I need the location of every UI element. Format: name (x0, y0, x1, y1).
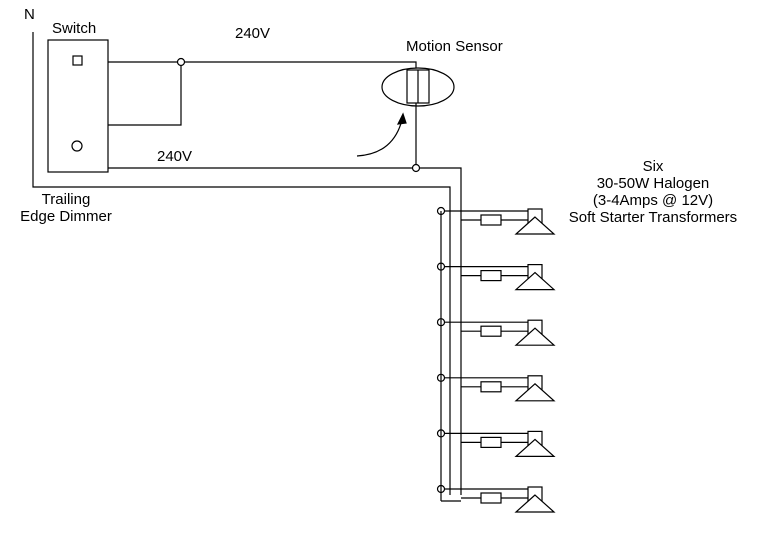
switch-rocker (72, 55, 83, 66)
sensor-arrow (356, 119, 403, 157)
halogen-lamp-icon (514, 494, 556, 513)
live-wire-top (108, 61, 417, 72)
transformer-box (480, 270, 502, 282)
motion-sensor-label: Motion Sensor (406, 38, 503, 55)
transformer-box (480, 436, 502, 448)
transformer-box (480, 214, 502, 226)
halogen-lamp-icon (514, 216, 556, 235)
voltage-top-label: 240V (235, 25, 271, 42)
junction-sensor (411, 163, 421, 173)
halogen-lamp-icon (514, 382, 556, 402)
lamps-label: Six 30-50W Halogen (3-4Amps @ 12V) Soft … (553, 158, 753, 226)
switch-loop-wire (108, 62, 182, 126)
switch-label: Switch (52, 20, 97, 37)
voltage-bottom-label: 240V (157, 148, 193, 165)
lamps-label-line4: Soft Starter Transformers (568, 209, 738, 226)
halogen-lamp-icon (514, 327, 556, 346)
live-wire-bottom (108, 167, 462, 495)
dimmer-label-line1: Trailing (41, 191, 91, 208)
dimmer-label: Trailing Edge Dimmer (10, 191, 122, 225)
halogen-lamp-icon (514, 271, 556, 291)
lamps-label-line2: 30-50W Halogen (596, 175, 710, 192)
lamps-label-line1: Six (642, 158, 664, 175)
transformer-box (480, 381, 502, 393)
junction-top (176, 57, 186, 67)
lamp-branches (436, 206, 556, 513)
neutral-label: N (24, 6, 35, 23)
halogen-lamp-icon (514, 438, 556, 457)
neutral-wire (32, 32, 451, 495)
dimmer-label-line2: Edge Dimmer (20, 208, 112, 225)
sensor-arrow-head (396, 112, 407, 125)
transformer-box (480, 325, 502, 337)
transformer-box (480, 492, 502, 504)
dimmer-knob (71, 140, 83, 152)
lamps-label-line3: (3-4Amps @ 12V) (592, 192, 714, 209)
